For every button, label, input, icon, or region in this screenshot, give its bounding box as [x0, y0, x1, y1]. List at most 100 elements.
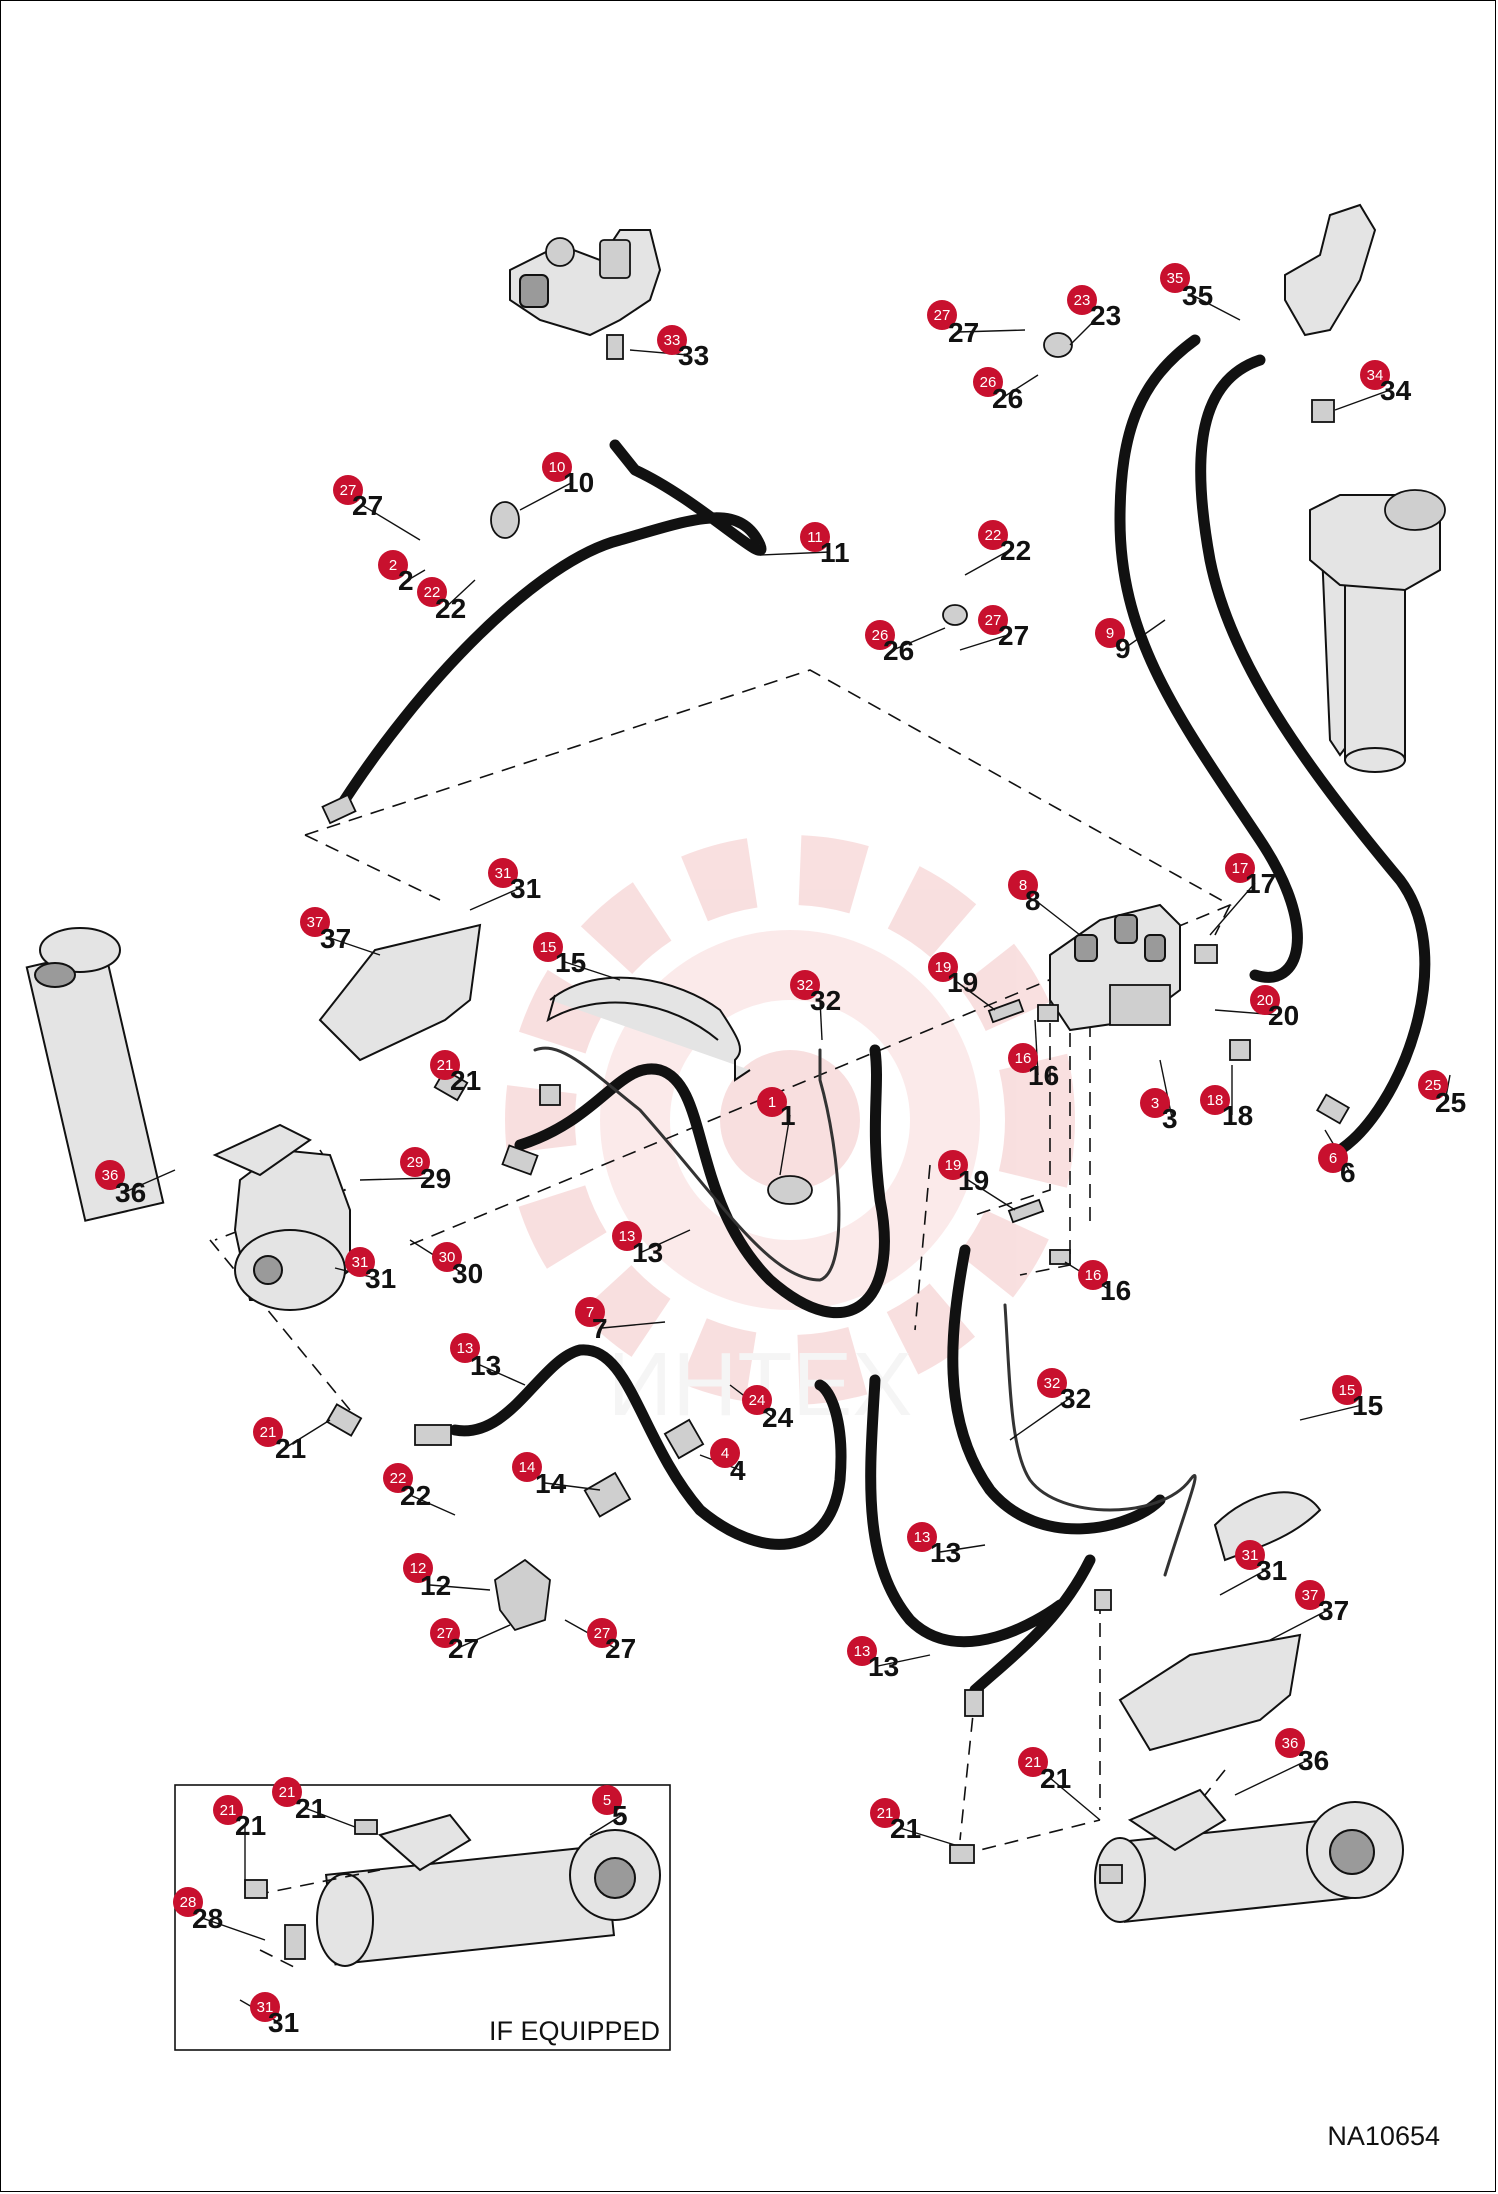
callout-badge [1008, 870, 1038, 900]
callout-label: 32 [810, 985, 841, 1016]
callout-label: 15 [1352, 1390, 1383, 1421]
steel-tubes [533, 1046, 1197, 1577]
callout-badge-number: 26 [872, 627, 889, 644]
callout-badge-number: 31 [495, 865, 512, 882]
callout-badge-number: 21 [1025, 1754, 1042, 1771]
callout-badge-number: 21 [877, 1805, 894, 1822]
callout-leader-15 [1299, 1404, 1363, 1421]
callout-leader-37 [1269, 1609, 1329, 1641]
callout-badge [1235, 1540, 1265, 1570]
callout-leader-13 [939, 1544, 986, 1553]
callout-badge [1067, 285, 1097, 315]
callout-label: 35 [1182, 280, 1213, 311]
callout-badge [542, 452, 572, 482]
callout-leader-37 [329, 937, 381, 956]
drawing-code: NA10654 [1327, 2121, 1440, 2151]
callout-label: 16 [1028, 1060, 1059, 1091]
callout-leader-34 [1334, 389, 1391, 411]
callout-badge-number: 33 [664, 332, 681, 349]
callout-badge [907, 1522, 937, 1552]
callout-leader-1 [779, 1114, 791, 1176]
callout-leader-9 [1124, 619, 1166, 649]
callout-label: 27 [998, 620, 1029, 651]
callout-label: 13 [470, 1350, 501, 1381]
callout-leader-14 [544, 1482, 601, 1491]
callout-7: 77 [575, 1297, 608, 1344]
callout-badge-number: 27 [985, 612, 1002, 629]
callout-label: 36 [115, 1177, 146, 1208]
callout-label: 13 [632, 1237, 663, 1268]
callout-leader-22 [444, 579, 476, 609]
callout-badge-number: 20 [1257, 992, 1274, 1009]
callout-label: 31 [365, 1263, 396, 1294]
callout-badge [383, 1463, 413, 1493]
callout-leader-7 [601, 1321, 666, 1329]
callout-badge [272, 1777, 302, 1807]
callout-badge [300, 907, 330, 937]
callout-badge-number: 13 [457, 1340, 474, 1357]
callout-badge [403, 1553, 433, 1583]
callout-label: 10 [563, 467, 594, 498]
callout-badge [1200, 1085, 1230, 1115]
callout-badge-number: 11 [807, 529, 823, 546]
callout-badge [1360, 360, 1390, 390]
callout-badge-number: 16 [1085, 1267, 1102, 1284]
callout-leader-36 [124, 1169, 176, 1193]
callout-badge [938, 1150, 968, 1180]
brackets-clamps [490, 332, 1073, 1632]
callout-label: 21 [235, 1810, 266, 1841]
callout-badge-number: 15 [1339, 1382, 1356, 1399]
callout-badge-number: 7 [586, 1304, 594, 1321]
callout-badge-number: 24 [749, 1392, 766, 1409]
watermark-gear-logo: ИНТЕХ [505, 835, 1075, 1435]
callout-leader-31 [1219, 1569, 1267, 1596]
callout-badge-number: 28 [180, 1894, 197, 1911]
callout-leader-32 [1009, 1397, 1071, 1441]
callout-leader-22 [964, 549, 1011, 576]
callout-badge-number: 13 [619, 1228, 636, 1245]
callout-badge [657, 325, 687, 355]
callout-label: 29 [420, 1163, 451, 1194]
callout-leader-21 [454, 1079, 461, 1086]
callout-leader-21 [899, 1827, 956, 1846]
callout-label: 27 [448, 1633, 479, 1664]
callout-badge [1078, 1260, 1108, 1290]
callout-badge [1008, 1043, 1038, 1073]
callout-leader-5 [589, 1814, 623, 1836]
callout-badge [865, 620, 895, 650]
callout-leader-10 [519, 481, 574, 511]
callout-4: 44 [710, 1438, 746, 1486]
callout-label: 33 [678, 340, 709, 371]
callout-badge [1418, 1070, 1448, 1100]
callout-label: 22 [435, 593, 466, 624]
callout-badge-number: 37 [1302, 1587, 1319, 1604]
callout-badge [847, 1636, 877, 1666]
callout-leader-33 [629, 349, 689, 356]
callout-badge [1095, 618, 1125, 648]
cover-plates [318, 923, 1302, 1752]
control-valve [1049, 903, 1181, 1032]
callout-label: 17 [1245, 868, 1276, 899]
